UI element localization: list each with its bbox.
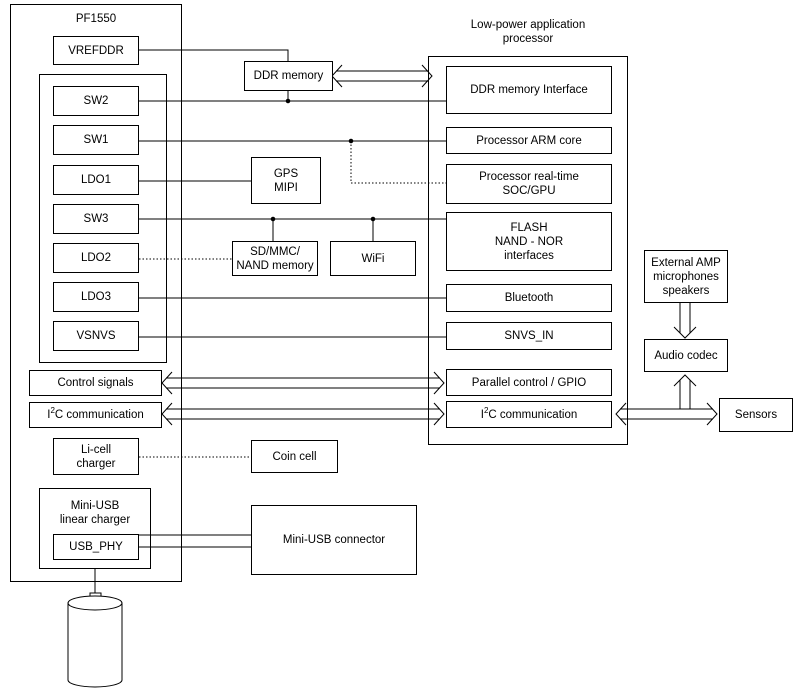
mini-usb-connector-block: Mini-USB connector: [251, 505, 417, 575]
coin-cell-block: Coin cell: [251, 440, 338, 473]
parallel-control-block: Parallel control / GPIO: [446, 369, 612, 396]
control-signals-block: Control signals: [29, 370, 162, 396]
processor-frame: [428, 56, 628, 445]
junction-sw3-wifi: [370, 216, 376, 222]
ldo3-block: LDO3: [53, 282, 139, 312]
wifi-block: WiFi: [330, 241, 416, 276]
sw3-block: SW3: [53, 204, 139, 234]
mini-usb-charger-group: [39, 488, 151, 569]
pf1550-title: PF1550: [75, 13, 117, 25]
ldo1-block: LDO1: [53, 165, 139, 195]
processor-i2c-block: I2C communication: [446, 401, 612, 428]
ddr-memory-block: DDR memory: [244, 61, 333, 91]
wire-sw1-rt-dotted: [350, 141, 446, 184]
ldo2-block: LDO2: [53, 243, 139, 273]
arrow-amp-codec: [673, 303, 697, 339]
audio-codec-block: Audio codec: [644, 339, 728, 372]
arrow-ddr-bus: [331, 64, 433, 88]
vrefddr-block: VREFDDR: [53, 36, 139, 65]
sw1-block: SW1: [53, 125, 139, 155]
arrow-i2c-bus: [161, 402, 445, 426]
arrow-i2c-sensors: [615, 374, 718, 426]
sensors-block: Sensors: [719, 398, 793, 432]
arrow-control-bus: [161, 371, 445, 395]
usb-phy-block: USB_PHY: [53, 534, 139, 560]
sw2-block: SW2: [53, 86, 139, 116]
vsnvs-block: VSNVS: [53, 321, 139, 351]
pf1550-frame: [10, 4, 182, 582]
sd-mmc-block: SD/MMC/NAND memory: [232, 241, 318, 276]
junction-sw2: [285, 98, 291, 104]
pmic-i2c-block: I2C communication: [29, 402, 162, 428]
bluetooth-block: Bluetooth: [446, 284, 612, 312]
ddr-interface-block: DDR memory Interface: [446, 66, 612, 114]
junction-sw3-sd: [270, 216, 276, 222]
regulators-group: [39, 74, 167, 363]
battery-cell: [67, 592, 123, 688]
snvs-in-block: SNVS_IN: [446, 322, 612, 350]
arm-core-block: Processor ARM core: [446, 127, 612, 154]
wire-vrefddr-ddr: [139, 49, 289, 61]
